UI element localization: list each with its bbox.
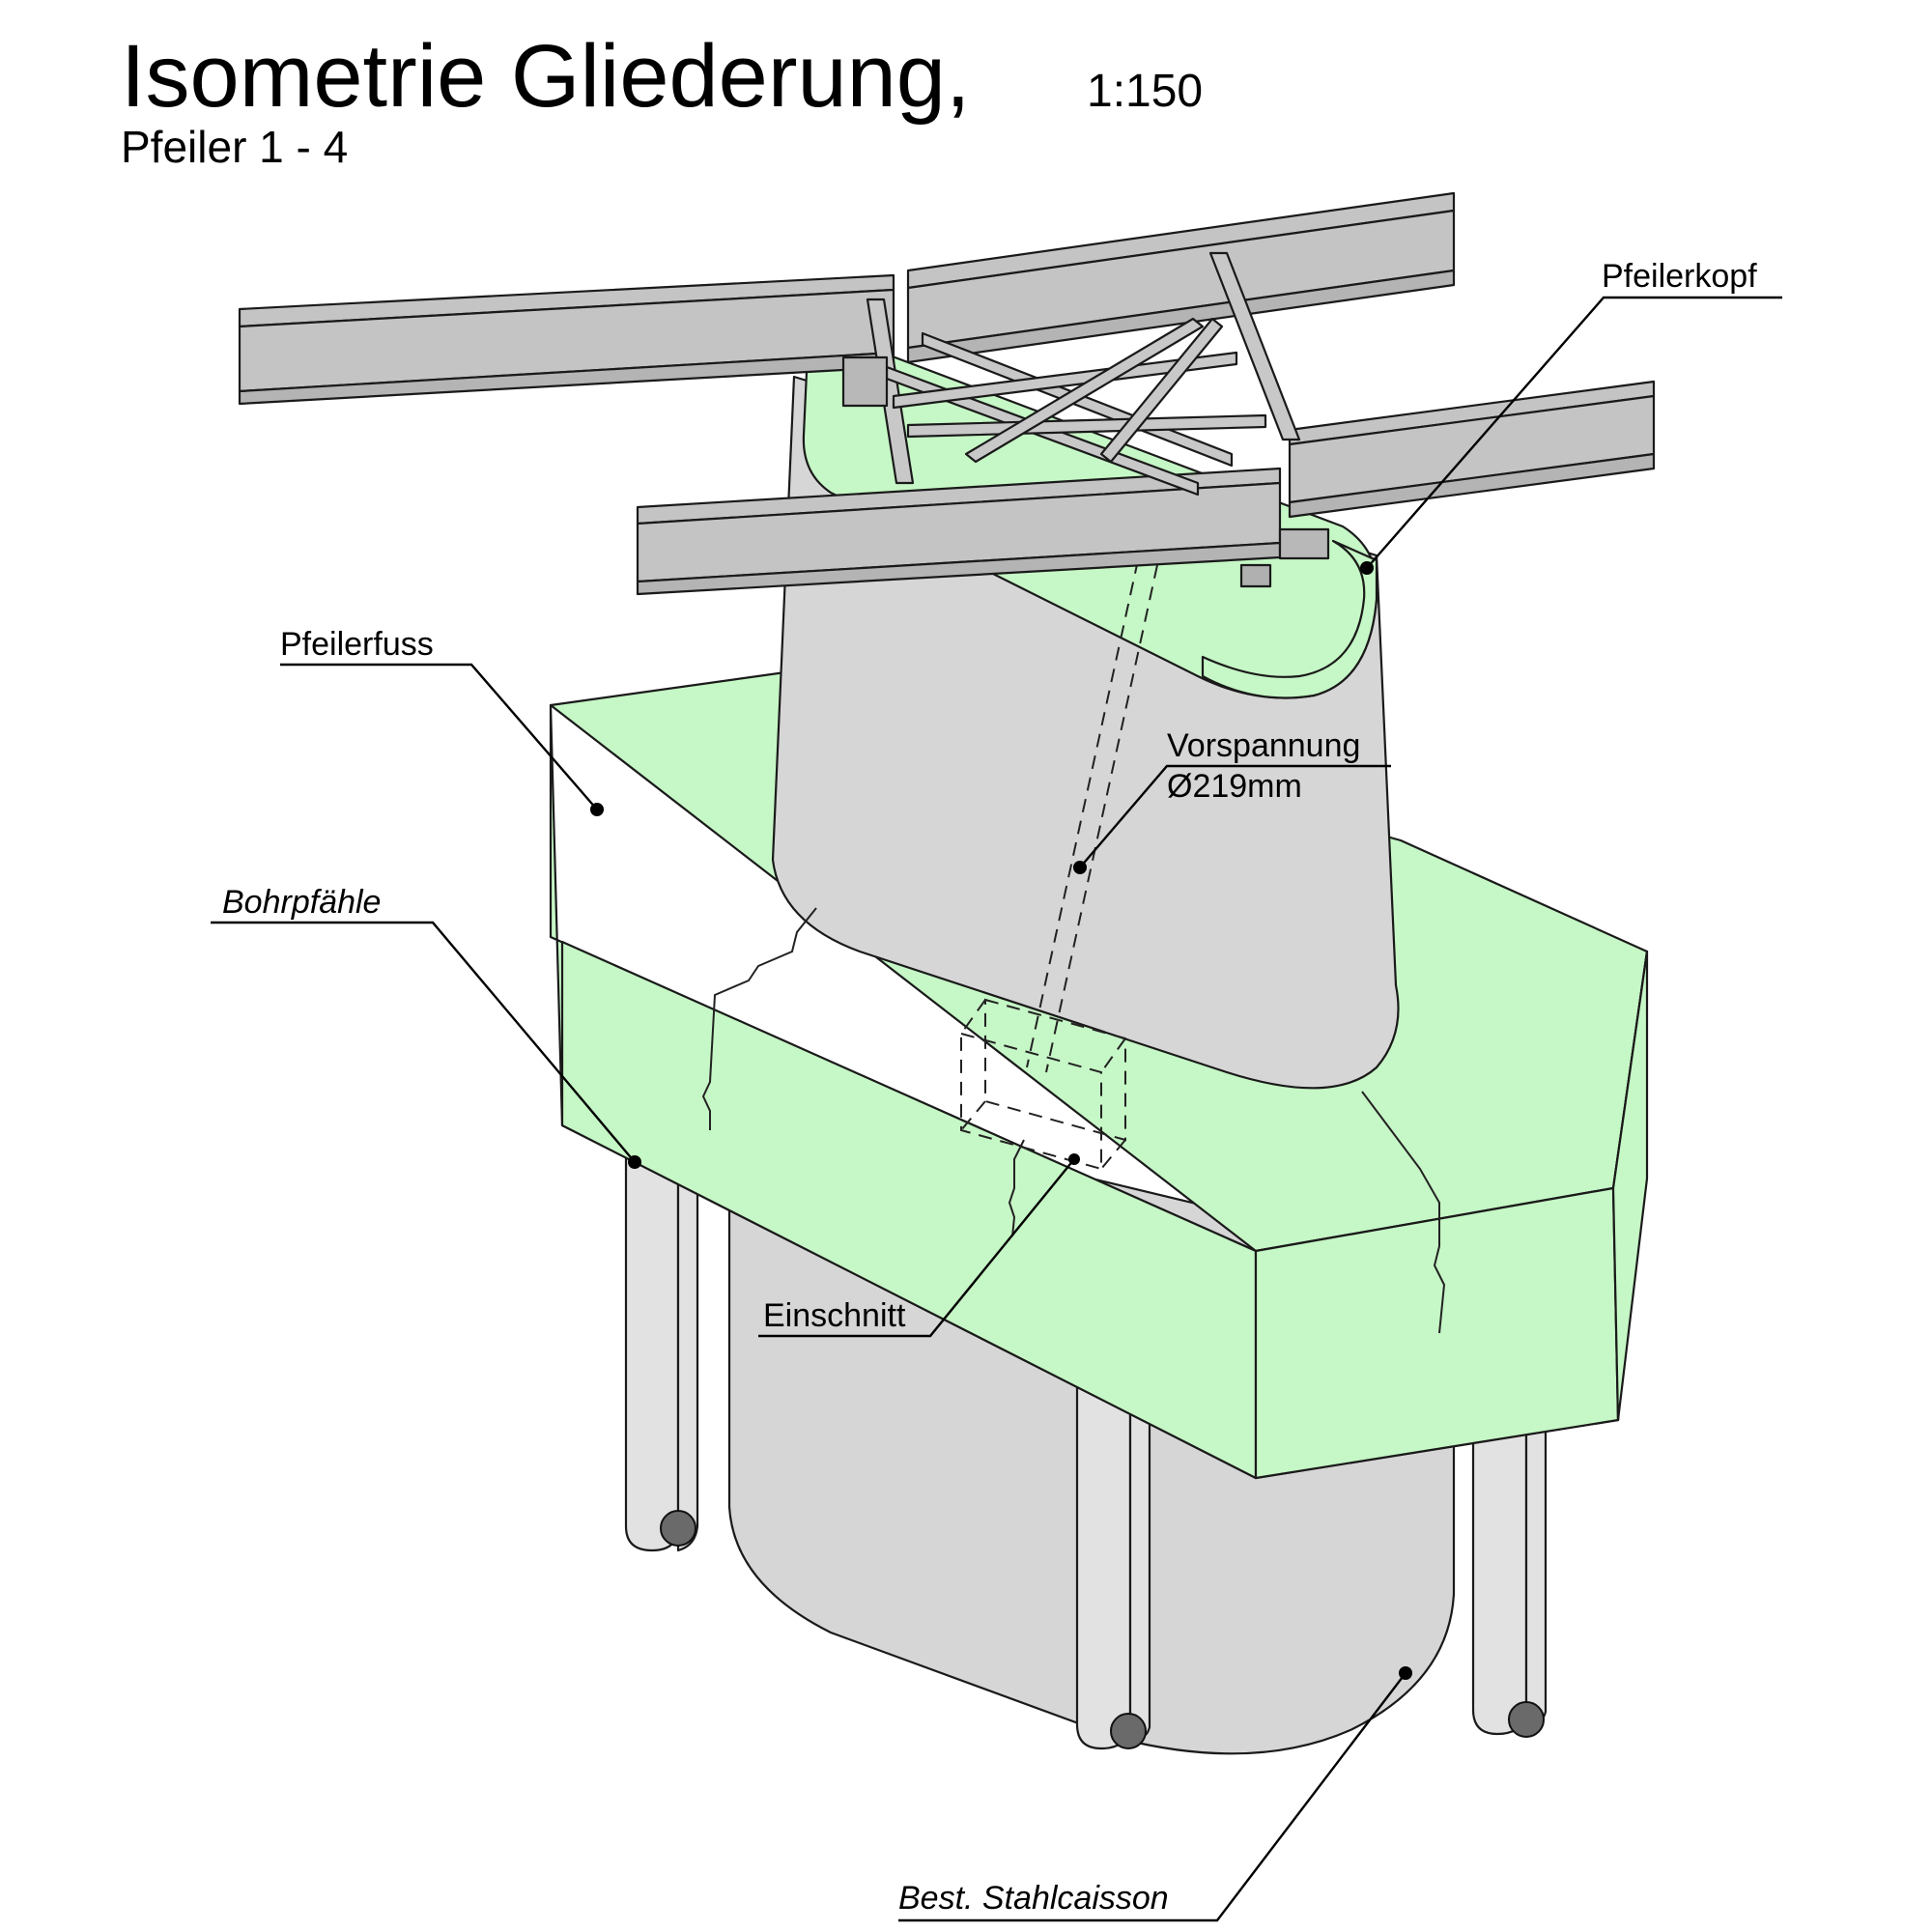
dot-vorspannung bbox=[1073, 861, 1087, 874]
dot-bohrpfaehle bbox=[628, 1155, 641, 1169]
cut-block bbox=[960, 998, 1126, 1171]
leader-pfeilerkopf bbox=[1366, 296, 1782, 569]
leaders bbox=[211, 296, 1782, 1922]
label-pfeilerfuss: Pfeilerfuss bbox=[280, 626, 434, 663]
beam-upper-right bbox=[906, 191, 1456, 364]
label-einschnitt: Einschnitt bbox=[763, 1297, 906, 1334]
label-vorspannung: Vorspannung bbox=[1167, 727, 1360, 764]
dot-stahlcaisson bbox=[1399, 1666, 1412, 1680]
leader-einschnitt bbox=[758, 1158, 1075, 1338]
dot-pfeilerkopf bbox=[1360, 561, 1374, 575]
leader-vorspannung bbox=[1079, 764, 1391, 868]
pile-right-core bbox=[1508, 1701, 1545, 1738]
dot-pfeilerfuss bbox=[590, 803, 604, 816]
bracing-frame bbox=[866, 251, 1301, 497]
scale-label: 1:150 bbox=[1087, 66, 1203, 117]
leader-bohrpfaehle bbox=[211, 921, 636, 1163]
label-stahlcaisson: Best. Stahlcaisson bbox=[898, 1880, 1169, 1917]
label-bohrpfaehle: Bohrpfähle bbox=[222, 884, 381, 921]
bearings bbox=[841, 355, 1330, 588]
diagram-title: Isometrie Gliederung, bbox=[121, 27, 971, 126]
leader-stahlcaisson bbox=[898, 1672, 1406, 1922]
label-pfeilerkopf: Pfeilerkopf bbox=[1602, 258, 1757, 295]
pier-foot-end-face bbox=[1611, 950, 1649, 1422]
pier-head-band bbox=[1201, 539, 1378, 699]
beam-lower-left bbox=[636, 467, 1282, 596]
leader-pfeilerfuss bbox=[280, 663, 598, 810]
label-vorspannung-diameter: Ø219mm bbox=[1167, 768, 1302, 805]
pile-middle-core bbox=[1110, 1713, 1147, 1749]
dot-einschnitt bbox=[1068, 1153, 1080, 1165]
cut-lines bbox=[701, 907, 1446, 1334]
pile-left-core bbox=[660, 1510, 696, 1547]
steel-superstructure bbox=[238, 191, 1656, 596]
diagram-subtitle: Pfeiler 1 - 4 bbox=[121, 122, 348, 172]
prestressing-duct bbox=[1026, 559, 1158, 1073]
